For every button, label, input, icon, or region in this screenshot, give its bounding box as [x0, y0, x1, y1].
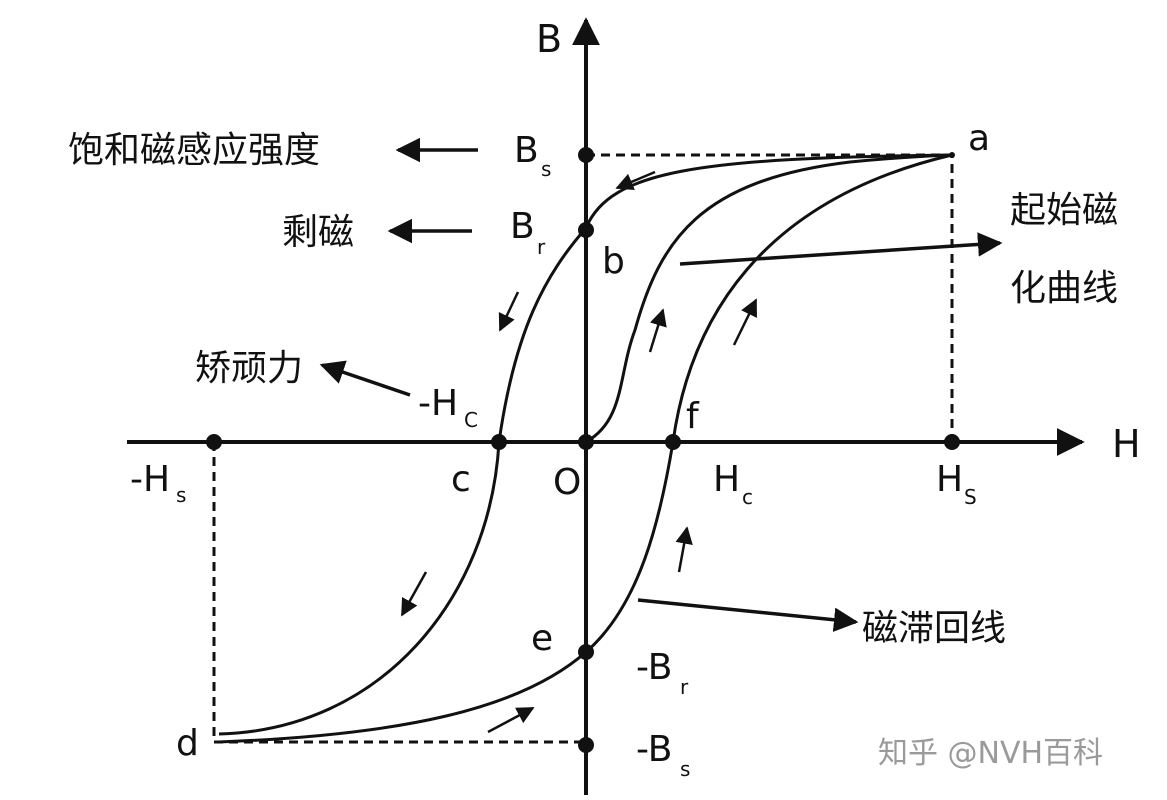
initial-curve-arrow — [679, 232, 1003, 266]
direction-arrow-bottom — [487, 706, 535, 734]
point-c-label: c — [451, 459, 471, 500]
hysteresis-loop-annotation: 磁滞回线 — [862, 608, 1006, 649]
neg-bs-label-sub: s — [680, 757, 690, 781]
loop-descending-branch — [218, 153, 953, 736]
point-origin — [578, 434, 594, 450]
point-br — [578, 222, 594, 238]
y-axis-label: B — [536, 17, 562, 61]
point-e-label: e — [531, 618, 553, 659]
br-label-sub: r — [537, 235, 546, 259]
origin-label: O — [553, 462, 581, 503]
direction-arrow-right-lower — [675, 526, 693, 573]
hc-label: H — [713, 459, 740, 500]
point-f-label: f — [686, 396, 700, 437]
point-a — [949, 152, 955, 158]
watermark: 知乎 @NVH百科 — [878, 736, 1103, 771]
bs-dashed-line — [586, 153, 954, 442]
point-a-label: a — [968, 118, 990, 159]
initial-magnetization-curve — [585, 153, 953, 444]
br-label: B — [510, 206, 535, 247]
point-b-label: b — [602, 241, 625, 282]
initial-curve-annotation-line1: 起始磁 — [1010, 190, 1118, 231]
initial-curve-annotation-line2: 化曲线 — [1010, 268, 1118, 309]
neg-hc-label-sub: C — [464, 408, 478, 432]
neg-hc-label: -H — [418, 383, 458, 424]
coercivity-annotation: 矫顽力 — [195, 348, 303, 389]
direction-arrow-left-lower — [400, 571, 428, 617]
point-neg-bs — [578, 737, 594, 753]
bs-label: B — [514, 130, 539, 171]
point-bs — [578, 147, 594, 163]
neg-bs-dashed-line — [212, 442, 586, 744]
hs-label-sub: S — [964, 485, 977, 509]
x-axis-label: H — [1112, 422, 1141, 466]
point-e — [578, 644, 594, 660]
point-d-label: d — [176, 723, 199, 764]
neg-bs-label: -B — [636, 729, 672, 770]
loop-ascending-branch — [218, 153, 953, 744]
bs-label-sub: s — [541, 157, 551, 181]
point-c — [491, 434, 507, 450]
hc-label-sub: c — [742, 485, 753, 509]
direction-arrow-left-upper — [498, 291, 520, 332]
hs-label: H — [936, 459, 963, 500]
point-f — [665, 434, 681, 450]
neg-hs-label: -H — [130, 459, 170, 500]
coercivity-arrow — [319, 360, 411, 397]
neg-hs-label-sub: s — [176, 483, 186, 507]
saturation-annotation: 饱和磁感应强度 — [68, 130, 320, 171]
point-neg-hs — [206, 434, 222, 450]
hysteresis-loop-arrow — [637, 598, 859, 632]
neg-br-label: -B — [636, 647, 672, 688]
direction-arrow-top — [615, 170, 656, 190]
point-hs — [944, 434, 960, 450]
direction-arrow-right-upper — [732, 298, 758, 346]
direction-arrow-initial — [648, 308, 667, 353]
neg-br-label-sub: r — [680, 675, 689, 699]
remanence-annotation: 剩磁 — [282, 212, 354, 253]
